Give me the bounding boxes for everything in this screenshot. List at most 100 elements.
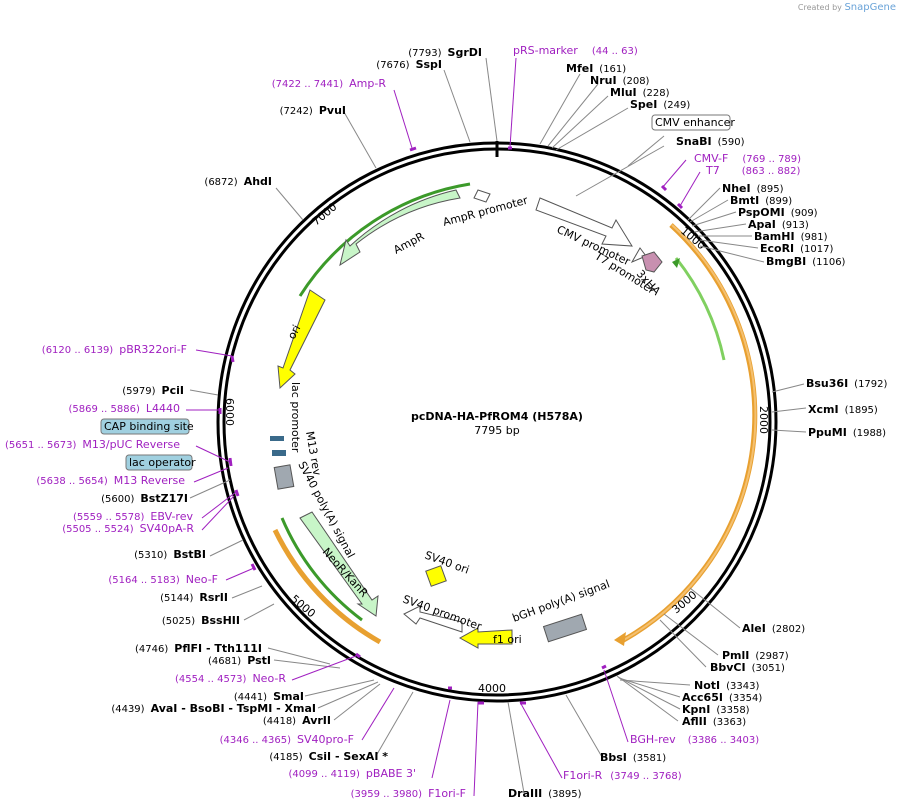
ampr-arc-outer-line [298, 182, 471, 297]
primer-bgh-rev: BGH-rev(3386 .. 3403) [630, 733, 759, 746]
primer-cmv-f: CMV-F(769 .. 789) [694, 152, 801, 165]
primer-labels: pRS-marker(44 .. 63) (7422 .. 7441)Amp-R… [5, 44, 801, 800]
enzyme-bsu36i: Bsu36I(1792) [806, 377, 888, 390]
enzyme-bbsi: BbsI(3581) [600, 751, 666, 764]
svg-text:CMV enhancer: CMV enhancer [655, 116, 735, 129]
enzyme-draiii: DraIII(3895) [508, 787, 582, 800]
neor-arrow [299, 511, 379, 617]
primer-sv40pro-f: (4346 .. 4365)SV40pro-F [220, 733, 354, 746]
enzyme-spei: SpeI(249) [630, 98, 690, 111]
enzyme-bamhi: BamHI(981) [754, 230, 828, 243]
sv40-promoter-arrow [403, 605, 463, 633]
primer-marks [218, 146, 684, 705]
enzyme-rsrii: (5144)RsrII [160, 591, 228, 604]
enzyme-mlui: MluI(228) [610, 86, 670, 99]
primer-t7: T7(863 .. 882) [705, 164, 801, 177]
enzyme-xcmi: XcmI(1895) [808, 403, 878, 416]
primer-amp-r: (7422 .. 7441)Amp-R [272, 77, 387, 90]
enzyme-bbvci: BbvCI(3051) [710, 661, 785, 674]
orf-arc-right-inner [619, 224, 757, 643]
enzyme-labels-right: DraIII(3895) BbsI(3581) AflII(3363) KpnI… [508, 62, 888, 800]
ampr-arrow [339, 189, 461, 267]
enzyme-acc65i: Acc65I(3354) [682, 691, 762, 704]
enzyme-pcii: (5979)PciI [122, 384, 184, 397]
enzyme-avai: (4439)AvaI - BsoBI - TspMI - XmaI [111, 702, 316, 715]
label-f1-ori: f1 ori [493, 633, 522, 646]
enzyme-noti: NotI(3343) [694, 679, 759, 692]
enzyme-bstbi: (5310)BstBI [134, 548, 206, 561]
f1-ori-arrow [458, 627, 513, 649]
enzyme-apai: ApaI(913) [748, 218, 809, 231]
label-bgh-polya: bGH poly(A) signal [511, 577, 612, 624]
orf-arc-arrowhead [614, 632, 626, 646]
enzyme-sspi: (7676)SspI [376, 58, 442, 71]
primer-neo-r: (4554 .. 4573)Neo-R [175, 672, 286, 685]
primer-f1ori-r: F1ori-R(3749 .. 3768) [563, 769, 682, 782]
ha-tag-arrow [641, 251, 663, 273]
sv40-ori-box [425, 565, 447, 587]
enzyme-sgrdi: (7793)SgrDI [408, 46, 482, 59]
plasmid-name: pcDNA-HA-PfROM4 (H578A) [411, 410, 583, 423]
enzyme-bsshii: (5025)BssHII [162, 614, 240, 627]
svg-text:CAP binding site: CAP binding site [104, 420, 194, 433]
primer-f1ori-f: (3959 .. 3980)F1ori-F [351, 787, 466, 800]
enzyme-avrii: (4418)AvrII [263, 714, 331, 727]
primer-m13-puc-reverse: (5651 .. 5673)M13/pUC Reverse [5, 438, 180, 451]
amp-promoter-arrow [473, 189, 491, 203]
label-lac-promoter: lac promoter [289, 382, 302, 453]
primer-leader-lines [186, 57, 701, 797]
enzyme-ecori: EcoRI(1017) [760, 242, 834, 255]
primer-sv40pa-r: (5505 .. 5524)SV40pA-R [62, 522, 194, 535]
lac-operator-mark [272, 450, 286, 456]
plasmid-length: 7795 bp [474, 424, 519, 437]
enzyme-pvui: (7242)PvuI [280, 104, 346, 117]
orf-green-arrowhead [672, 258, 680, 268]
cmv-enhancer-box: CMV enhancer [651, 114, 735, 131]
snapgene-credit: Created by SnapGene [797, 2, 896, 13]
enzyme-nhei: NheI(895) [722, 182, 784, 195]
ori-arrow [277, 289, 326, 390]
tick-2000: 2000 [757, 406, 770, 434]
enzyme-pspomi: PspOMI(909) [738, 206, 818, 219]
enzyme-bmgbi: BmgBI(1106) [766, 255, 846, 268]
cap-binding-site-box: CAP binding site [100, 418, 194, 435]
label-ori: ori [285, 323, 303, 342]
orf-arc-left [272, 528, 382, 645]
cmv-promoter-arrow [535, 197, 633, 247]
enzyme-smai: (4441)SmaI [234, 690, 304, 703]
enzyme-mfei: MfeI(161) [566, 62, 626, 75]
cap-site-mark [270, 436, 284, 441]
t7-promoter-arrow [630, 247, 647, 264]
enzyme-csii: (4185)CsiI - SexAI * [269, 750, 388, 763]
sv40-polya-box [273, 464, 295, 490]
enzyme-ahdi: (6872)AhdI [204, 175, 272, 188]
enzyme-bstz17i: (5600)BstZ17I [101, 492, 188, 505]
enzyme-alei: AleI(2802) [742, 622, 805, 635]
bgh-polya-box [542, 613, 588, 643]
orf-arc-left-green [280, 517, 363, 622]
primer-l4440: (5869 .. 5886)L4440 [68, 402, 180, 415]
lac-operator-box: lac operator [125, 454, 196, 471]
enzyme-nrui: NruI(208) [590, 74, 650, 87]
svg-text:lac operator: lac operator [129, 456, 196, 469]
primer-prs-marker: pRS-marker(44 .. 63) [513, 44, 638, 57]
primer-m13-reverse: (5638 .. 5654)M13 Reverse [36, 474, 185, 487]
enzyme-psti: (4681)PstI [208, 654, 271, 667]
enzyme-kpni: KpnI(3358) [682, 703, 750, 716]
enzyme-labels: (7793)SgrDI (7676)SspI (7242)PvuI (6872)… [101, 46, 482, 763]
primer-pbabe3: (4099 .. 4119)pBABE 3' [289, 767, 417, 780]
primer-pbr322ori-f: (6120 .. 6139)pBR322ori-F [42, 343, 187, 356]
enzyme-ppumi: PpuMI(1988) [808, 426, 886, 439]
enzyme-pflfi: (4746)PflFI - Tth111I [135, 642, 262, 655]
enzyme-pmli: PmlI(2987) [722, 649, 789, 662]
leader-lines [189, 57, 807, 794]
enzyme-snabi: SnaBI(590) [676, 135, 745, 148]
orf-green-arc [674, 257, 726, 361]
tick-4000: 4000 [478, 682, 506, 695]
enzyme-bmti: BmtI(899) [730, 194, 792, 207]
primer-neo-f: (5164 .. 5183)Neo-F [108, 573, 218, 586]
enzyme-aflii: AflII(3363) [682, 715, 746, 728]
primer-ebv-rev: (5559 .. 5578)EBV-rev [73, 510, 193, 523]
tick-6000: 6000 [223, 398, 236, 426]
